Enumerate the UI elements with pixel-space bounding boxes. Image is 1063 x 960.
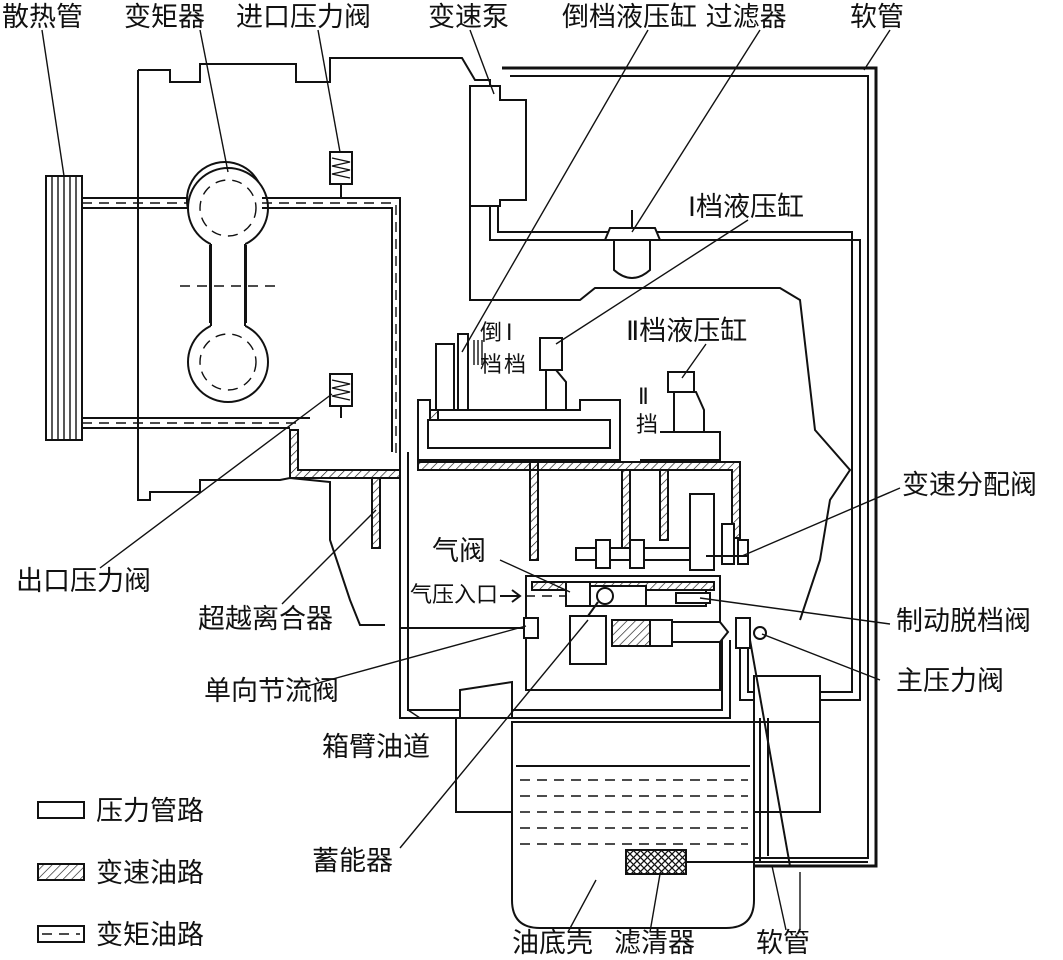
filter-top <box>603 210 662 279</box>
label-gear2-short: Ⅱ <box>638 385 649 410</box>
legend-label-shift-line: 变速油路 <box>96 858 204 889</box>
legend-label-converter-line: 变矩油路 <box>96 920 204 951</box>
label-reverse-cylinder-filter: 倒档液压缸 过滤器 <box>562 2 787 33</box>
label-hose-top: 软管 <box>850 2 904 33</box>
legend: 压力管路 变速油路 变矩油路 <box>37 796 204 951</box>
label-gear-word-b: 档 <box>504 353 526 378</box>
shift-oil-lines <box>289 409 741 561</box>
label-overrun-clutch: 超越离合器 <box>198 604 333 635</box>
label-filter: 滤清器 <box>614 928 695 959</box>
label-brake-disengage-valve: 制动脱档阀 <box>896 606 1031 637</box>
radiator-lines <box>82 197 310 429</box>
label-oil-pan: 油底壳 <box>512 928 593 959</box>
label-shift-distribution-valve: 变速分配阀 <box>902 470 1037 501</box>
outlet-pressure-valve-body <box>329 373 353 418</box>
label-gear2-word: 挡 <box>636 413 658 438</box>
legend-swatch-pressure-line <box>37 801 85 819</box>
label-outlet-pressure-valve: 出口压力阀 <box>16 566 151 597</box>
label-one-way-throttle-valve: 单向节流阀 <box>204 676 339 707</box>
label-gear1-short: Ⅰ <box>506 321 513 346</box>
label-gear1-cylinder: Ⅰ档液压缸 <box>688 192 804 223</box>
label-air-valve: 气阀 <box>432 536 486 567</box>
pressure-circuit <box>399 66 878 868</box>
legend-label-pressure-line: 压力管路 <box>96 796 204 827</box>
speed-pump-body <box>469 85 527 207</box>
label-speed-pump: 变速泵 <box>428 2 509 33</box>
label-inlet-pressure-valve: 进口压力阀 <box>236 2 371 33</box>
label-air-inlet: 气压入口 <box>410 583 498 608</box>
shift-distribution-valve-body <box>575 493 749 571</box>
label-torque-converter: 变矩器 <box>124 2 205 33</box>
leader-lines <box>41 29 901 933</box>
label-gear-word-a: 档 <box>480 353 502 378</box>
legend-swatch-shift-line <box>37 863 85 881</box>
label-accumulator: 蓄能器 <box>312 846 393 877</box>
valve-block <box>400 575 767 691</box>
label-hose-bottom: 软管 <box>756 928 810 959</box>
label-gear2-cylinder: Ⅱ档液压缸 <box>626 316 747 347</box>
oil-pan <box>455 639 868 929</box>
torque-converter-body <box>180 161 276 403</box>
cylinders-block <box>417 333 721 461</box>
label-radiator-pipe: 散热管 <box>2 2 83 33</box>
label-reverse-short: 倒 <box>480 321 502 346</box>
label-box-arm-oil-passage: 箱臂油道 <box>322 732 430 763</box>
radiator <box>45 175 83 441</box>
converter-feed-lines <box>262 151 401 460</box>
label-main-pressure-valve: 主压力阀 <box>896 666 1004 697</box>
